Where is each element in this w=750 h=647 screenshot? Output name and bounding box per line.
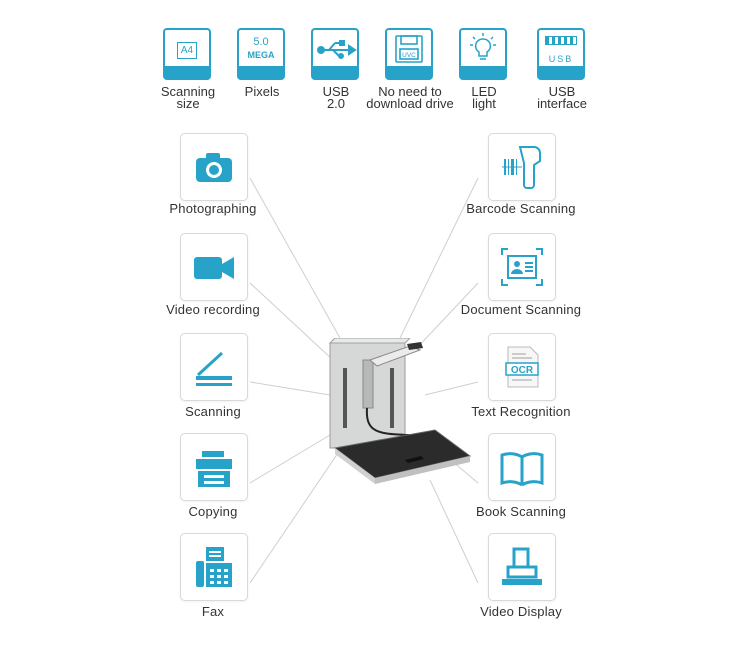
ocr-document-icon: OCR <box>505 346 539 388</box>
photographing-box <box>180 133 248 201</box>
barcode-scanning-box <box>488 133 556 201</box>
top-label-led-light: LED light <box>471 84 497 111</box>
flatbed-scanner-icon <box>196 351 232 386</box>
video-recording-box <box>180 233 248 301</box>
document-scanner-image <box>328 338 472 484</box>
id-card-icon <box>501 248 543 286</box>
label-barcode-scanning: Barcode Scanning <box>466 201 576 216</box>
open-book-icon <box>500 452 544 487</box>
video-camera-icon <box>194 257 234 279</box>
top-label-pixels: Pixels <box>244 84 280 99</box>
usb-port-icon: USB <box>537 28 585 80</box>
label-fax: Fax <box>201 604 225 619</box>
label-video-display: Video Display <box>480 604 562 619</box>
top-label-usb-interface: USB interface <box>537 84 587 111</box>
document-scanning-box <box>488 233 556 301</box>
label-video-recording: Video recording <box>166 302 260 317</box>
copying-box <box>180 433 248 501</box>
fax-machine-icon <box>196 547 232 587</box>
top-label-no-driver: No need to download drive <box>366 84 454 111</box>
svg-text:UVC: UVC <box>402 52 416 59</box>
video-display-box <box>488 533 556 601</box>
lightbulb-icon <box>459 28 507 80</box>
top-label-usb-2: USB 2.0 <box>322 84 350 111</box>
book-scanning-box <box>488 433 556 501</box>
usb-symbol-icon <box>311 28 359 80</box>
floppy-uvc-icon: UVC <box>385 28 433 80</box>
fax-box <box>180 533 248 601</box>
label-scanning: Scanning <box>185 404 241 419</box>
label-text-recognition: Text Recognition <box>471 404 571 419</box>
svg-text:OCR: OCR <box>511 365 534 376</box>
label-copying: Copying <box>188 504 238 519</box>
barcode-scanner-icon <box>502 146 541 189</box>
label-book-scanning: Book Scanning <box>475 504 567 519</box>
label-photographing: Photographing <box>169 201 257 216</box>
label-document-scanning: Document Scanning <box>460 302 582 317</box>
camera-icon <box>196 153 232 182</box>
copier-icon <box>196 451 232 487</box>
scanning-box <box>180 333 248 401</box>
video-display-icon <box>502 547 542 585</box>
a4-paper-icon: A4 <box>163 28 211 80</box>
top-label-scanning-size: Scanning size <box>160 84 216 111</box>
text-recognition-box: OCR <box>488 333 556 401</box>
